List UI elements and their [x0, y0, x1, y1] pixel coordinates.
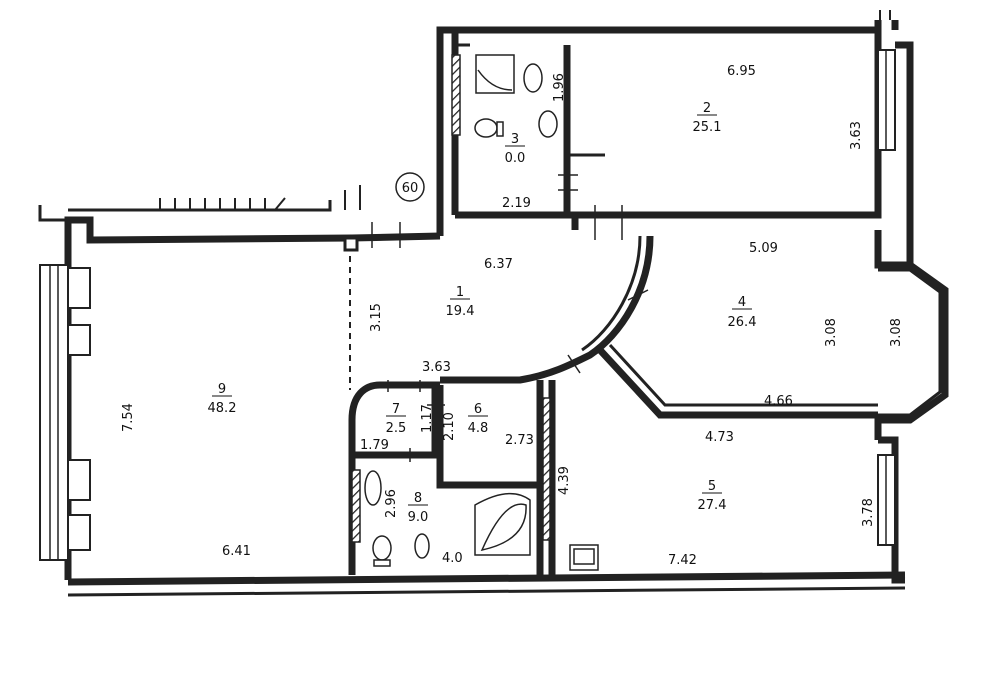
door-marks [371, 174, 649, 462]
dim-r5-lower: 7.42 [668, 553, 697, 568]
room-9-number: 9 [218, 382, 226, 397]
room-1-area: 19.4 [446, 304, 475, 319]
fixtures [364, 54, 599, 571]
dim-r1-lower: 3.63 [422, 360, 451, 375]
room-8-number: 8 [414, 491, 422, 506]
dim-r9-width: 6.41 [222, 544, 251, 559]
toilet-icon [474, 118, 498, 138]
room-7-number: 7 [392, 402, 400, 417]
dim-r8-width: 4.0 [442, 551, 463, 566]
dim-r5-height: 3.78 [861, 498, 876, 527]
room-4-area: 26.4 [728, 315, 757, 330]
room-8-area: 9.0 [408, 510, 429, 525]
dim-r4-height-b: 3.08 [889, 318, 904, 347]
plan-number: 60 [402, 181, 419, 196]
room-9-area: 48.2 [208, 401, 237, 416]
dim-corridor-length: 4.39 [557, 466, 572, 495]
dim-r4-lower: 4.66 [764, 394, 793, 409]
plan-number-badge [395, 172, 425, 202]
sink-icon [523, 63, 543, 93]
room-7-area: 2.5 [386, 421, 407, 436]
dim-r7-width: 1.79 [360, 438, 389, 453]
dim-r1-width: 6.37 [484, 257, 513, 272]
sink-icon [538, 110, 558, 138]
bathtub-icon [364, 470, 382, 506]
dim-r5-width: 4.73 [705, 430, 734, 445]
dim-r4-height-a: 3.08 [824, 318, 839, 347]
vent-shaft-2 [542, 397, 551, 541]
room-2-area: 25.1 [693, 120, 722, 135]
dim-r7-height: 1.17 [420, 404, 435, 433]
dim-r6-height: 2.10 [442, 412, 457, 441]
vent-shaft-3 [351, 469, 361, 543]
dim-r9-height: 7.54 [121, 403, 136, 432]
dim-r2-width: 6.95 [727, 64, 756, 79]
bidet-icon [414, 533, 430, 559]
dim-r6-width: 2.73 [505, 433, 534, 448]
interior-walls [343, 30, 878, 578]
room-4-number: 4 [738, 295, 746, 310]
toilet-icon [372, 535, 392, 561]
room-1-number: 1 [456, 285, 464, 300]
dim-r8-height: 2.96 [384, 489, 399, 518]
vent-shaft-1 [451, 54, 461, 136]
dim-r4-width: 5.09 [749, 241, 778, 256]
dimension-labels: 6.95 3.63 1.96 2.19 6.37 3.15 3.63 5.09 … [121, 64, 904, 568]
windows [39, 10, 896, 561]
room-3-area: 0.0 [505, 151, 526, 166]
room-2-number: 2 [703, 101, 711, 116]
room-6-number: 6 [474, 402, 482, 417]
room-6-area: 4.8 [468, 421, 489, 436]
dim-r3-height: 1.96 [552, 73, 567, 102]
dim-r2-height: 3.63 [849, 121, 864, 150]
dim-r3-width: 2.19 [502, 196, 531, 211]
room-3-number: 3 [511, 132, 519, 147]
dim-r1-height: 3.15 [369, 303, 384, 332]
room-5-number: 5 [708, 479, 716, 494]
room-5-area: 27.4 [698, 498, 727, 513]
room-labels: 1 19.4 2 25.1 3 0.0 4 26.4 5 27.4 6 4.8 … [208, 101, 757, 525]
